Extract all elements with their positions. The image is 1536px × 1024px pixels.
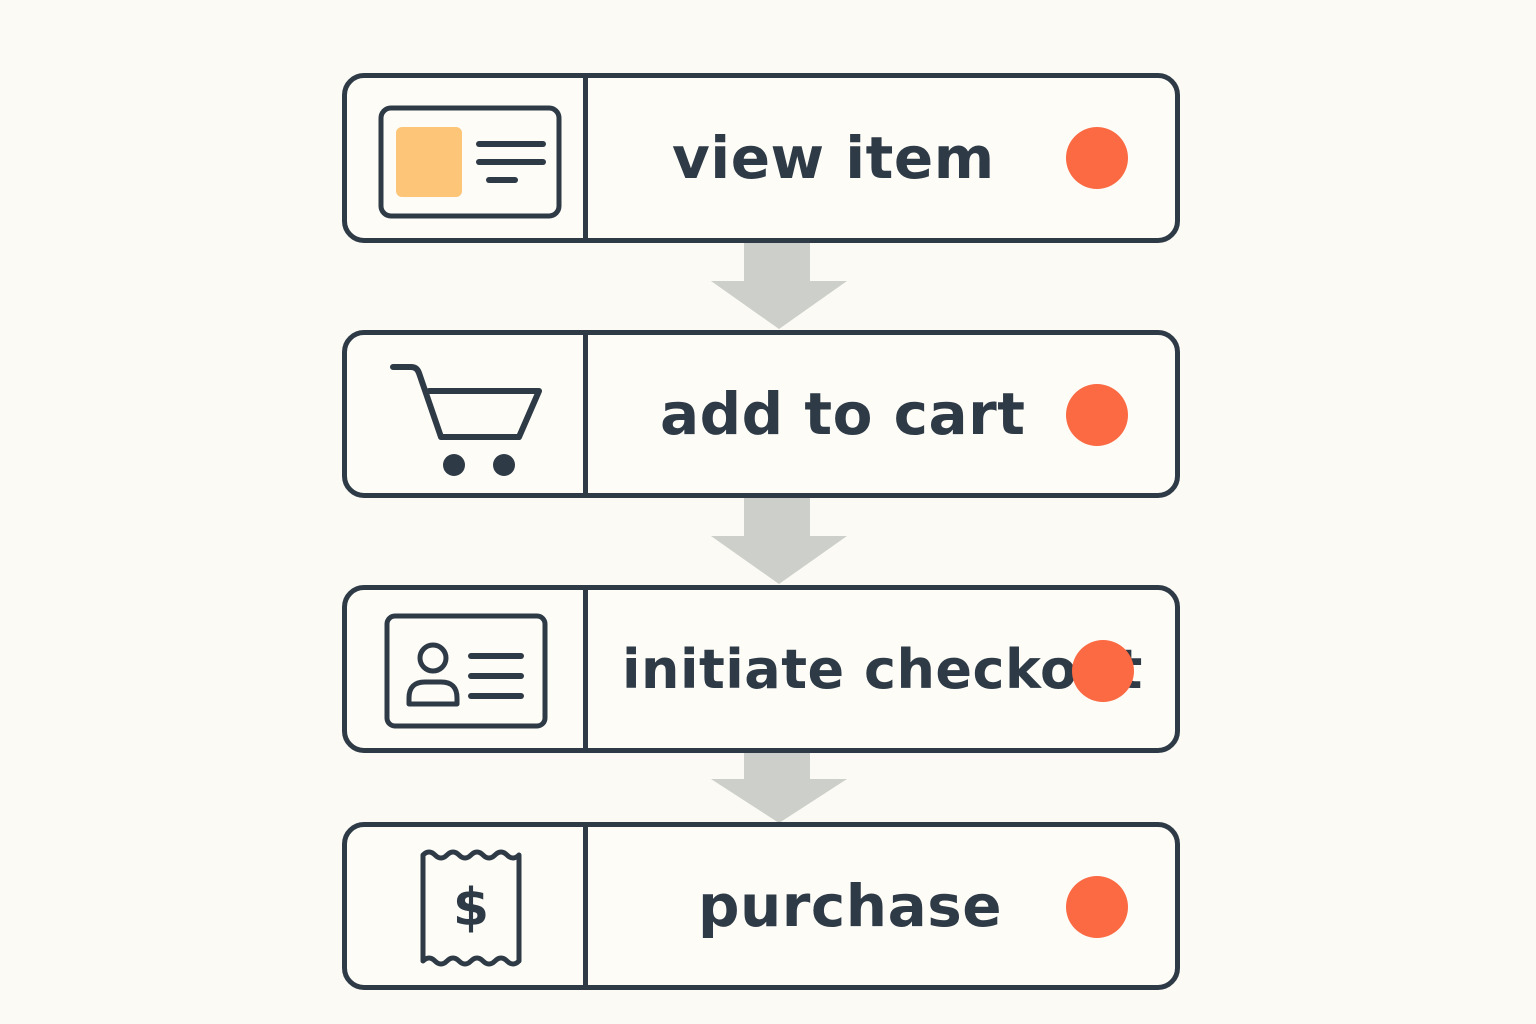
step-divider — [583, 827, 588, 985]
step-icon-cell — [347, 335, 583, 493]
step-divider — [583, 78, 588, 238]
shopping-cart-icon — [390, 364, 542, 476]
status-dot — [1072, 640, 1134, 702]
receipt-dollar-icon: $ — [420, 849, 522, 967]
status-dot — [1066, 384, 1128, 446]
step-label: view item — [672, 124, 995, 192]
step-icon-cell — [347, 590, 583, 748]
step-label: initiate checkout — [622, 637, 1143, 701]
down-arrow-icon — [711, 498, 847, 584]
status-dot — [1066, 876, 1128, 938]
funnel-step-view-item: view item — [342, 73, 1180, 243]
step-divider — [583, 590, 588, 748]
product-card-icon — [378, 105, 562, 219]
status-dot — [1066, 127, 1128, 189]
funnel-step-purchase: $ purchase — [342, 822, 1180, 990]
down-arrow-icon — [711, 243, 847, 329]
step-icon-cell: $ — [347, 827, 583, 985]
step-label: add to cart — [660, 380, 1026, 448]
step-divider — [583, 335, 588, 493]
step-icon-cell — [347, 78, 583, 238]
dollar-symbol: $ — [453, 878, 489, 938]
down-arrow-icon — [711, 753, 847, 823]
step-label: purchase — [698, 872, 1003, 940]
contact-card-icon — [384, 613, 548, 729]
funnel-step-initiate-checkout: initiate checkout — [342, 585, 1180, 753]
funnel-step-add-to-cart: add to cart — [342, 330, 1180, 498]
